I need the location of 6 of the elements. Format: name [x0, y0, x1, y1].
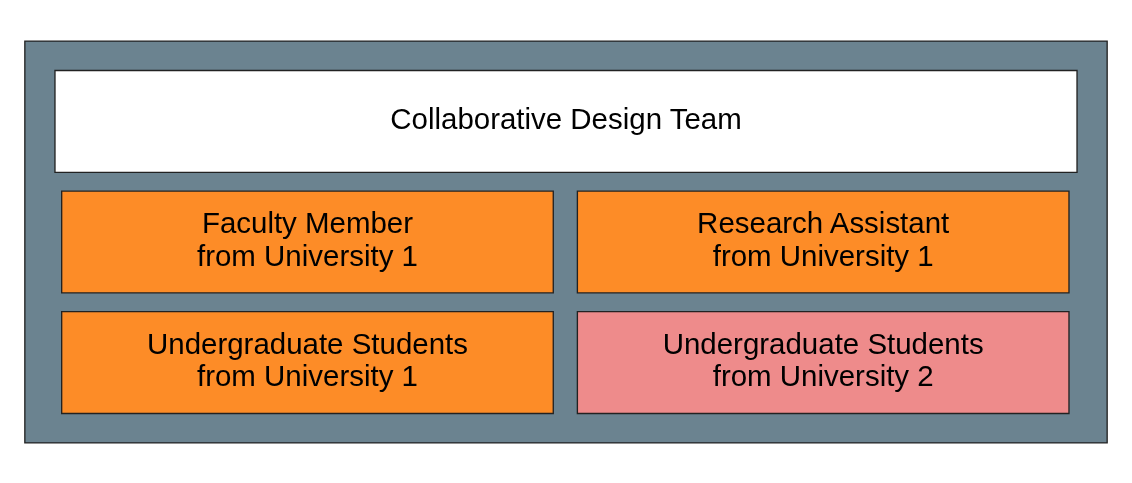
cluster [24, 39, 1108, 444]
node-box: Undergraduate Students from University 1 [61, 310, 554, 414]
node-box: Collaborative Design Team [54, 69, 1078, 173]
node-box: Research Assistant from University 1 [576, 189, 1070, 294]
node-box: Faculty Member from University 1 [61, 189, 554, 294]
node-box: Undergraduate Students from University 2 [576, 310, 1070, 414]
